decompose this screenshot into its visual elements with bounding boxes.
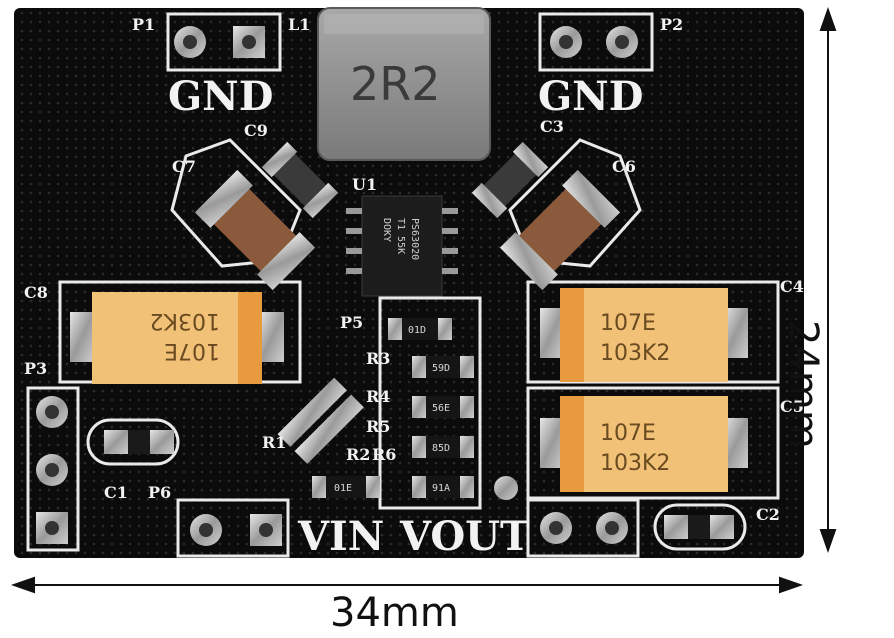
tantalum-c6-line-1: 107E — [164, 338, 220, 363]
header-pads-vout — [540, 512, 628, 544]
silk-p1: P1 — [132, 15, 155, 34]
capacitor-c9 — [261, 141, 339, 219]
resistor-r2-marking: 01E — [334, 483, 352, 494]
silk-c3: C3 — [540, 117, 564, 136]
header-pads-vin — [190, 514, 282, 546]
resistor-r3 — [412, 356, 474, 378]
ic-marking-line-1: PS63020 — [409, 218, 420, 260]
silk-c9: C9 — [244, 121, 268, 140]
ic-marking-line-2: T1 55K — [395, 218, 406, 254]
silk-gnd-right: GND — [538, 73, 643, 120]
height-dimension-arrow — [819, 6, 837, 554]
silk-c6: C6 — [612, 157, 636, 176]
inductor-marking: 2R2 — [350, 57, 441, 111]
tantalum-capacitor-c4 — [540, 288, 748, 382]
silk-c4: C4 — [780, 277, 804, 296]
resistor-r1 — [388, 318, 452, 340]
silk-vout: VOUT — [399, 513, 530, 560]
silk-r4: R4 — [366, 387, 390, 406]
silk-p3: P3 — [24, 359, 47, 378]
silk-vin: VIN — [297, 513, 384, 560]
capacitor-c7 — [194, 169, 316, 291]
capacitor-c2 — [664, 515, 734, 539]
inductor-l1 — [317, 7, 491, 161]
capacitor-c8 — [499, 169, 621, 291]
silk-c2: C2 — [756, 505, 780, 524]
silk-gnd-left: GND — [168, 73, 273, 120]
silk-c7: C7 — [172, 157, 196, 176]
tantalum-c5-line-2: 103K2 — [600, 451, 670, 476]
resistor-r6-marking: 91A — [432, 483, 450, 494]
silk-p5: P5 — [340, 313, 363, 332]
tantalum-c4-line-2: 103K2 — [600, 341, 670, 366]
silk-l1: L1 — [288, 15, 310, 34]
silk-p6: P6 — [148, 483, 171, 502]
header-pads-p1 — [174, 26, 265, 58]
tantalum-c6-line-2: 103K2 — [150, 308, 220, 333]
resistor-r6 — [412, 476, 474, 498]
test-pad — [494, 476, 518, 500]
silk-p2: P2 — [660, 15, 683, 34]
silk-r2: R2 — [346, 445, 370, 464]
tantalum-c5-line-1: 107E — [600, 421, 656, 446]
silk-r6: R6 — [372, 445, 396, 464]
silk-c1: C1 — [104, 483, 128, 502]
width-dimension-label: 34mm — [330, 590, 459, 636]
resistor-r4 — [412, 396, 474, 418]
tantalum-c4-line-1: 107E — [600, 311, 656, 336]
capacitor-c3 — [471, 141, 549, 219]
resistor-r5 — [412, 436, 474, 458]
resistor-r2 — [312, 476, 380, 498]
tantalum-capacitor-c5 — [540, 396, 748, 492]
height-dimension-label: 24mm — [780, 320, 826, 449]
header-pads-p3 — [36, 396, 68, 544]
resistor-r4-marking: 56E — [432, 403, 450, 414]
silk-c5: C5 — [780, 397, 804, 416]
header-pads-p2 — [550, 26, 638, 58]
resistor-r1-marking: 01D — [408, 325, 426, 336]
resistor-pair-diagonal — [277, 377, 364, 464]
silk-r5: R5 — [366, 417, 390, 436]
width-dimension-arrow — [10, 576, 804, 594]
tantalum-capacitor-c6 — [70, 292, 284, 384]
ic-u1 — [346, 195, 458, 297]
resistor-r3-marking: 59D — [432, 363, 450, 374]
ic-marking-line-3: DOKY — [381, 218, 392, 242]
resistor-r5-marking: 85D — [432, 443, 450, 454]
silk-r1: R1 — [262, 433, 286, 452]
capacitor-c1 — [104, 430, 174, 454]
silk-r3: R3 — [366, 349, 390, 368]
silk-c8: C8 — [24, 283, 48, 302]
silk-u1: U1 — [352, 175, 377, 194]
